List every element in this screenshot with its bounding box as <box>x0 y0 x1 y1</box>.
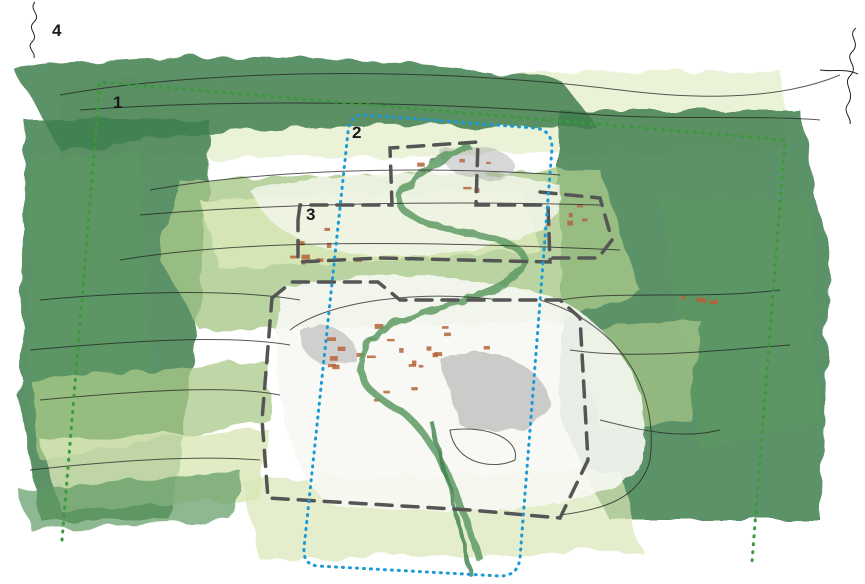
settlement-wash <box>300 146 550 432</box>
rooftop <box>567 220 573 226</box>
rooftop <box>709 300 719 304</box>
zone-label-1: 1 <box>113 93 122 112</box>
zone-1-boundary <box>60 80 787 564</box>
rooftop <box>582 218 588 222</box>
rooftop <box>486 161 491 164</box>
rooftop <box>430 158 435 161</box>
rooftop <box>374 324 384 329</box>
rooftop <box>681 296 686 300</box>
rooftop <box>329 356 338 361</box>
rooftop <box>408 364 417 367</box>
rooftop <box>701 298 707 304</box>
rooftop <box>332 364 340 370</box>
rooftop <box>383 390 390 394</box>
rooftop <box>418 364 424 368</box>
zone-3-area-right <box>538 190 614 260</box>
rooftop <box>327 364 337 368</box>
rooftop <box>327 337 336 341</box>
rooftop <box>326 242 332 248</box>
rooftop <box>297 241 305 246</box>
rooftop <box>411 387 418 391</box>
rooftop <box>366 355 376 359</box>
rooftop <box>417 162 425 167</box>
rooftop <box>568 213 573 218</box>
zone-2-boundary <box>302 113 554 578</box>
zone-label-4: 4 <box>52 21 62 40</box>
rooftop <box>576 205 583 208</box>
zone-3-area-lower <box>260 280 590 520</box>
river-path <box>356 141 528 576</box>
rooftop <box>387 338 395 342</box>
rooftop <box>324 227 330 231</box>
zone-3-area-upper <box>296 140 552 264</box>
rooftop <box>483 346 490 350</box>
edge-squiggles <box>29 1 859 125</box>
rooftop <box>399 348 404 353</box>
rooftop <box>290 255 299 259</box>
zone-label-3: 3 <box>306 205 315 224</box>
rooftop <box>459 158 465 163</box>
rooftop <box>444 332 451 337</box>
rooftop <box>337 346 346 351</box>
rooftop <box>301 254 310 260</box>
zone-3-boundaries <box>260 140 614 520</box>
rooftop <box>412 360 417 366</box>
rooftops <box>290 158 719 402</box>
rooftop <box>442 326 449 329</box>
zone-label-2: 2 <box>352 123 361 142</box>
rooftop <box>463 186 472 190</box>
rooftop <box>696 297 704 303</box>
rooftop <box>434 352 443 357</box>
rooftop <box>426 346 432 351</box>
